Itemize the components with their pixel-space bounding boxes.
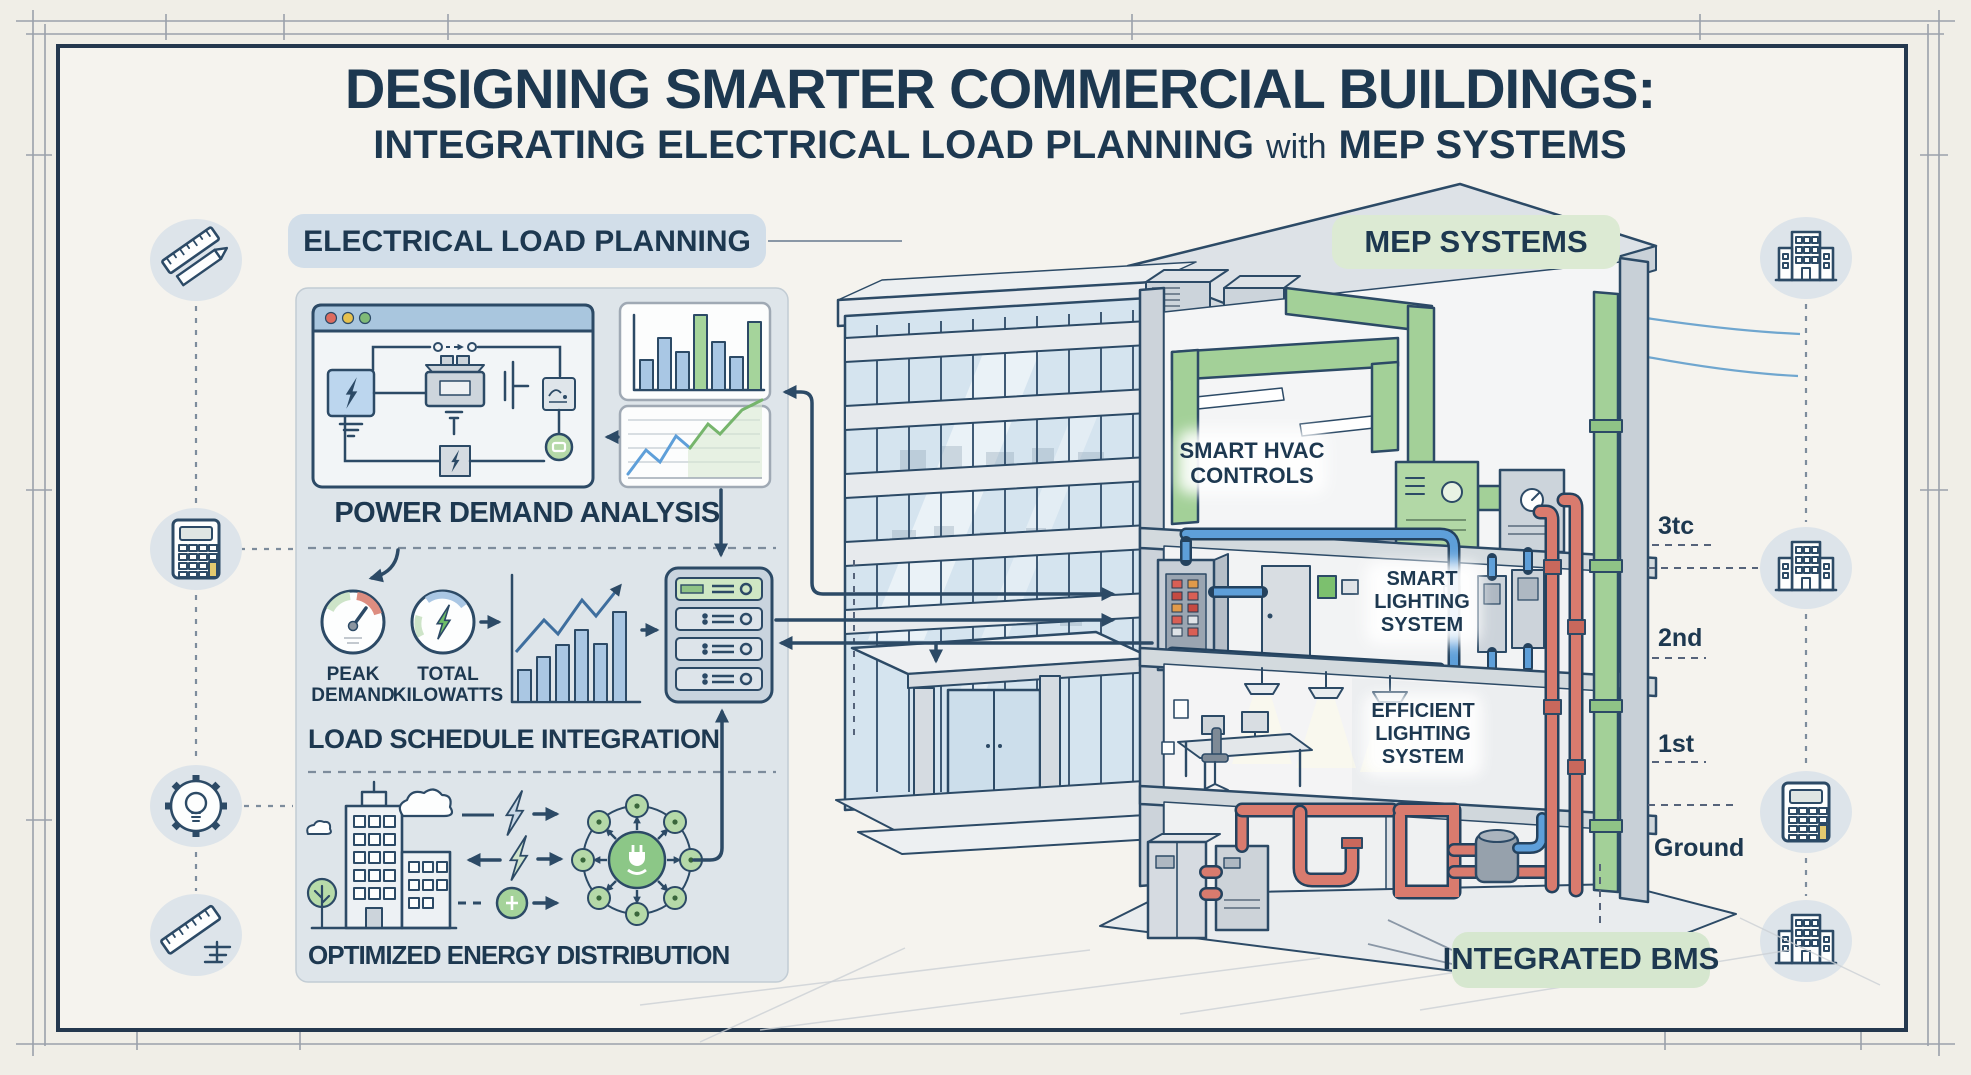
calculator-icon	[150, 508, 242, 590]
efficient-lighting-label-line3: SYSTEM	[1382, 746, 1464, 768]
load-growth-chart	[510, 573, 642, 704]
smart-lighting-label-line2: LIGHTING	[1374, 591, 1470, 613]
mep-systems-chip	[1332, 215, 1620, 269]
smart-hvac-label-line2: CONTROLS	[1190, 463, 1313, 488]
basement-equipment	[1146, 833, 1270, 940]
smart-lighting-label-line3: SYSTEM	[1381, 614, 1463, 636]
integrated-bms-title: INTEGRATED BMS	[1443, 941, 1720, 976]
floor-label-ground: Ground	[1654, 834, 1744, 862]
electrical-load-planning-title: ELECTRICAL LOAD PLANNING	[303, 225, 751, 258]
integrated-bms-chip	[1452, 932, 1710, 988]
peak-demand-gauge	[320, 589, 386, 655]
electrical-load-planning-panel: ELECTRICAL LOAD PLANNING	[288, 214, 902, 983]
title-line2-part2: MEP SYSTEMS	[1338, 123, 1626, 167]
right-margin-icons	[1760, 217, 1852, 982]
title-line2-connector: with	[1265, 128, 1326, 166]
smart-hvac-label-line1: SMART HVAC	[1179, 438, 1324, 463]
panel-building-connectors	[692, 385, 1154, 862]
ruler-pencil-icon	[150, 219, 242, 301]
right-column	[1618, 256, 1650, 904]
city-buildings-icon	[306, 780, 458, 930]
title-block: DESIGNING SMARTER COMMERCIAL BUILDINGS: …	[345, 57, 1656, 167]
peak-demand-label-line2: DEMAND	[311, 685, 394, 706]
floor-labels: 3tc 2nd 1st Ground	[1599, 512, 1758, 926]
total-kilowatts-label-line1: TOTAL	[417, 664, 479, 685]
total-kilowatts-label-line2: KILOWATTS	[393, 685, 503, 706]
energy-flow-arrows	[458, 789, 564, 920]
floor-label-3: 3tc	[1658, 512, 1694, 540]
left-margin-icons	[150, 219, 293, 976]
title-line2-part1: INTEGRATING ELECTRICAL LOAD PLANNING	[373, 123, 1254, 167]
right-risers	[1532, 256, 1650, 904]
office-building-icon	[1760, 900, 1852, 982]
cloud-icon	[306, 820, 332, 835]
red-riser-pipes	[1532, 492, 1586, 898]
floor-label-1: 1st	[1658, 730, 1695, 758]
smart-lighting-label-line1: SMART	[1386, 568, 1457, 590]
line-chart-card	[618, 398, 772, 489]
efficient-lighting-label-line1: EFFICIENT	[1371, 700, 1474, 722]
green-riser-duct	[1589, 290, 1623, 894]
wall-cabinets	[1477, 569, 1545, 653]
office-chair	[1201, 727, 1229, 791]
efficient-lighting-label-line2: LIGHTING	[1375, 723, 1471, 745]
ruler-scale-icon	[150, 894, 242, 976]
load-schedule-server-stack	[664, 566, 774, 704]
power-demand-analysis-section: POWER DEMAND ANALYSIS	[311, 301, 772, 529]
blueprint-frame	[16, 10, 1955, 1056]
title-line1: DESIGNING SMARTER COMMERCIAL BUILDINGS:	[345, 57, 1655, 120]
office-building-icon	[1760, 527, 1852, 609]
bar-chart-card	[618, 301, 772, 402]
load-schedule-integration-section: PEAK DEMAND TOTAL KILOWATTS	[308, 488, 774, 754]
red-piping	[1199, 802, 1555, 901]
office-furniture	[1161, 699, 1313, 794]
circuit-diagram	[326, 342, 576, 477]
circuit-schematic-window	[311, 303, 595, 489]
title-line2: INTEGRATING ELECTRICAL LOAD PLANNING with…	[373, 123, 1626, 167]
switch-box	[1317, 575, 1337, 599]
energy-network-hub	[571, 794, 703, 926]
office-building-icon	[1760, 217, 1852, 299]
optimized-energy-distribution-section: OPTIMIZED ENERGY DISTRIBUTION	[306, 780, 730, 970]
cloud-icon	[398, 788, 454, 818]
floor-label-2: 2nd	[1658, 624, 1702, 652]
electrical-load-planning-chip	[288, 214, 766, 268]
peak-demand-label-line1: PEAK	[327, 664, 380, 685]
pump	[1474, 812, 1548, 884]
load-schedule-integration-label: LOAD SCHEDULE INTEGRATION	[308, 724, 720, 754]
building-illustration: 3tc 2nd 1st Ground	[835, 182, 1758, 985]
optimized-energy-distribution-label: OPTIMIZED ENERGY DISTRIBUTION	[308, 940, 729, 970]
calculator-icon	[1760, 771, 1852, 853]
mep-labels: MEP SYSTEMS SMART HVAC CONTROLS SMART LI…	[1178, 215, 1719, 988]
mep-systems-title: MEP SYSTEMS	[1364, 224, 1587, 259]
gear-lightbulb-icon	[150, 765, 242, 847]
power-demand-analysis-label: POWER DEMAND ANALYSIS	[334, 497, 719, 529]
total-kilowatts-gauge	[410, 589, 476, 655]
